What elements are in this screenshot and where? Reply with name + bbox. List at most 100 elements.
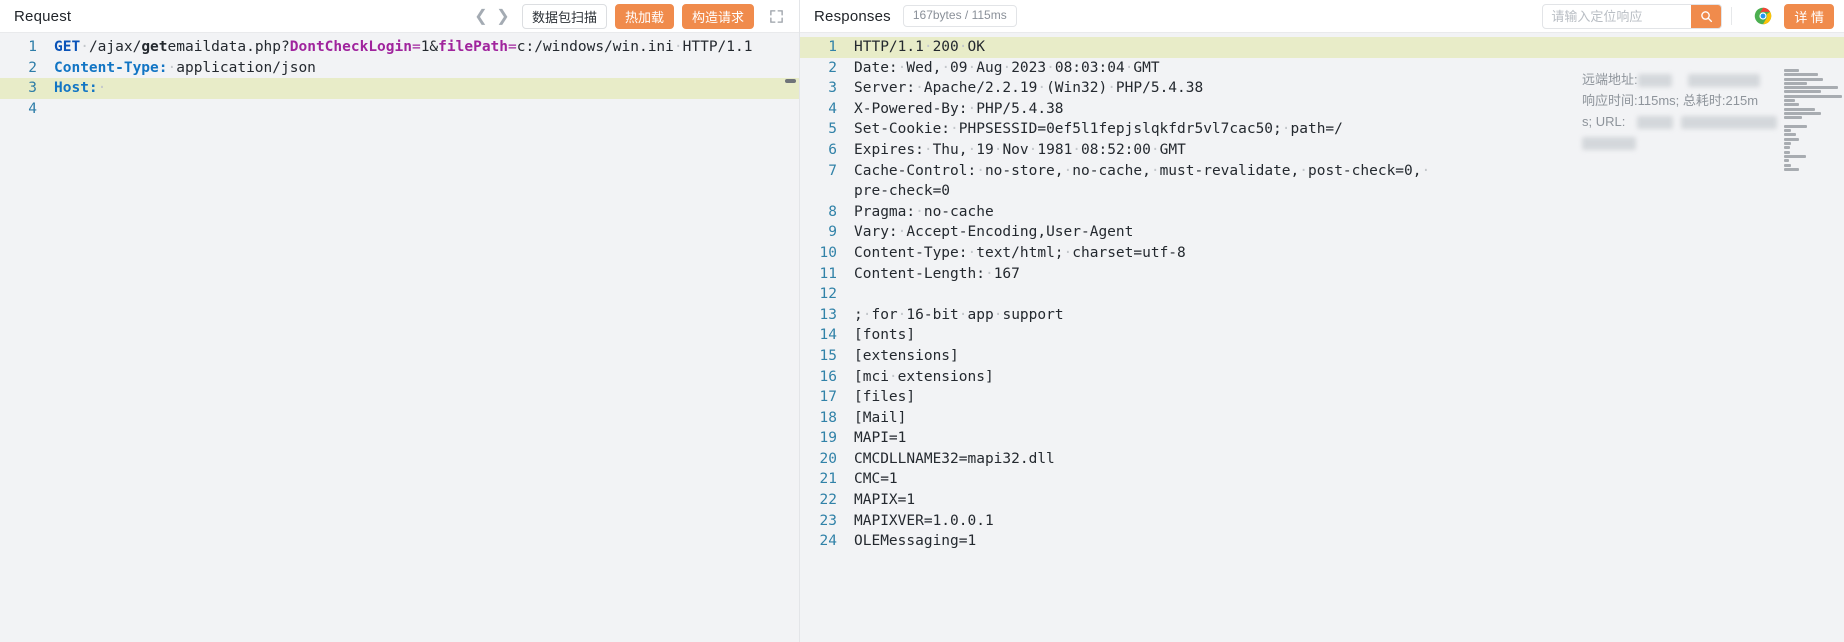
code-token: · <box>674 39 683 55</box>
line-text: CMC=1 <box>854 469 1844 490</box>
line-text: ;·for·16-bit·app·support <box>854 305 1844 326</box>
request-code-view[interactable]: 1GET·/ajax/getemaildata.php?DontCheckLog… <box>0 33 799 642</box>
expand-fullscreen-icon[interactable] <box>763 3 789 29</box>
minimap-line <box>1784 103 1799 106</box>
line-number: 3 <box>0 78 54 99</box>
request-scrollbar-thumb[interactable] <box>785 79 796 83</box>
response-line[interactable]: 7Cache-Control:·no-store,·no-cache,·must… <box>800 161 1844 182</box>
request-line[interactable]: 3Host:· <box>0 78 799 99</box>
response-line[interactable]: 9Vary:·Accept-Encoding,User-Agent <box>800 222 1844 243</box>
response-search-input[interactable] <box>1543 5 1691 28</box>
details-button[interactable]: 详 情 <box>1784 4 1834 29</box>
prev-packet-icon[interactable]: ❮ <box>470 4 492 28</box>
chrome-icon[interactable] <box>1750 3 1776 29</box>
code-token: · <box>168 60 177 76</box>
response-line[interactable]: 14[fonts] <box>800 325 1844 346</box>
minimap-line <box>1784 129 1791 132</box>
line-number: 4 <box>0 99 54 120</box>
response-line[interactable]: 1HTTP/1.1·200·OK <box>800 37 1844 58</box>
line-text: [fonts] <box>854 325 1844 346</box>
request-line[interactable]: 2Content-Type:·application/json <box>0 58 799 79</box>
response-line[interactable]: 22MAPIX=1 <box>800 490 1844 511</box>
line-text: MAPI=1 <box>854 428 1844 449</box>
line-number: 8 <box>800 202 854 223</box>
response-panel-title: Responses <box>814 8 891 25</box>
line-text: [Mail] <box>854 408 1844 429</box>
response-search-box[interactable] <box>1542 4 1722 29</box>
response-line[interactable]: 5Set-Cookie:·PHPSESSID=0ef5l1fepjslqkfdr… <box>800 119 1844 140</box>
line-number: 7 <box>800 161 854 182</box>
line-text: [extensions] <box>854 346 1844 367</box>
line-number: 2 <box>0 58 54 79</box>
code-token: = <box>412 39 421 55</box>
minimap-line <box>1784 138 1799 141</box>
response-line[interactable]: 2Date:·Wed,·09·Aug·2023·08:03:04·GMT <box>800 58 1844 79</box>
minimap-line <box>1784 151 1790 154</box>
response-line[interactable]: 8Pragma:·no-cache <box>800 202 1844 223</box>
response-line[interactable]: 16[mci·extensions] <box>800 367 1844 388</box>
request-line[interactable]: 1GET·/ajax/getemaildata.php?DontCheckLog… <box>0 37 799 58</box>
response-line[interactable]: 17[files] <box>800 387 1844 408</box>
response-code-view[interactable]: 1HTTP/1.1·200·OK2Date:·Wed,·09·Aug·2023·… <box>800 33 1844 642</box>
line-text: Cache-Control:·no-store,·no-cache,·must-… <box>854 161 1844 182</box>
response-line[interactable]: 10Content-Type:·text/html;·charset=utf-8 <box>800 243 1844 264</box>
minimap-line <box>1784 90 1821 93</box>
build-request-button[interactable]: 构造请求 <box>682 4 754 29</box>
response-line[interactable]: 23MAPIXVER=1.0.0.1 <box>800 511 1844 532</box>
line-text: MAPIX=1 <box>854 490 1844 511</box>
response-line[interactable]: 3Server:·Apache/2.2.19·(Win32)·PHP/5.4.3… <box>800 78 1844 99</box>
code-token: emaildata.php? <box>168 39 290 55</box>
line-text: Content-Type:·text/html;·charset=utf-8 <box>854 243 1844 264</box>
line-number: 10 <box>800 243 854 264</box>
response-line[interactable]: 13;·for·16-bit·app·support <box>800 305 1844 326</box>
line-number: 9 <box>800 222 854 243</box>
response-line[interactable]: 21CMC=1 <box>800 469 1844 490</box>
minimap-line <box>1784 168 1799 171</box>
line-text: GET·/ajax/getemaildata.php?DontCheckLogi… <box>54 37 799 58</box>
packet-scan-button[interactable]: 数据包扫描 <box>522 4 607 29</box>
response-panel: Responses 167bytes / 115ms <box>800 0 1844 642</box>
minimap-line <box>1784 73 1818 76</box>
response-line[interactable]: 4X-Powered-By:·PHP/5.4.38 <box>800 99 1844 120</box>
response-line[interactable]: pre-check=0 <box>800 181 1844 202</box>
line-number: 1 <box>800 37 854 58</box>
minimap-line <box>1784 86 1838 89</box>
line-number: 12 <box>800 284 854 305</box>
hot-reload-button[interactable]: 热加载 <box>615 4 674 29</box>
minimap-line <box>1784 78 1823 81</box>
response-line[interactable]: 11Content-Length:·167 <box>800 264 1844 285</box>
line-text: Server:·Apache/2.2.19·(Win32)·PHP/5.4.38 <box>854 78 1844 99</box>
code-token: /ajax/ <box>89 39 141 55</box>
line-number: 13 <box>800 305 854 326</box>
minimap-line <box>1784 95 1842 98</box>
minimap-line <box>1784 112 1821 115</box>
line-number: 20 <box>800 449 854 470</box>
response-line[interactable]: 15[extensions] <box>800 346 1844 367</box>
line-text: Vary:·Accept-Encoding,User-Agent <box>854 222 1844 243</box>
minimap-line <box>1784 99 1795 102</box>
response-line[interactable]: 24OLEMessaging=1 <box>800 531 1844 552</box>
request-header: Request ❮ ❯ 数据包扫描 热加载 构造请求 <box>0 0 799 33</box>
code-token: Host: <box>54 80 98 96</box>
search-icon[interactable] <box>1691 5 1721 28</box>
minimap-line <box>1784 133 1796 136</box>
minimap-line <box>1784 142 1791 145</box>
response-line[interactable]: 12 <box>800 284 1844 305</box>
line-number: 5 <box>800 119 854 140</box>
response-line[interactable]: 20CMCDLLNAME32=mapi32.dll <box>800 449 1844 470</box>
code-minimap[interactable] <box>1784 69 1842 173</box>
next-packet-icon[interactable]: ❯ <box>492 4 514 28</box>
line-number: 16 <box>800 367 854 388</box>
response-line[interactable]: 18[Mail] <box>800 408 1844 429</box>
response-line[interactable]: 19MAPI=1 <box>800 428 1844 449</box>
response-line[interactable]: 6Expires:·Thu,·19·Nov·1981·08:52:00·GMT <box>800 140 1844 161</box>
line-number: 2 <box>800 58 854 79</box>
line-text: Content-Type:·application/json <box>54 58 799 79</box>
code-token: Content-Type: <box>54 60 168 76</box>
minimap-line <box>1784 125 1807 128</box>
request-line[interactable]: 4 <box>0 99 799 120</box>
code-token: = <box>508 39 517 55</box>
minimap-line <box>1784 146 1790 149</box>
minimap-line <box>1784 155 1806 158</box>
